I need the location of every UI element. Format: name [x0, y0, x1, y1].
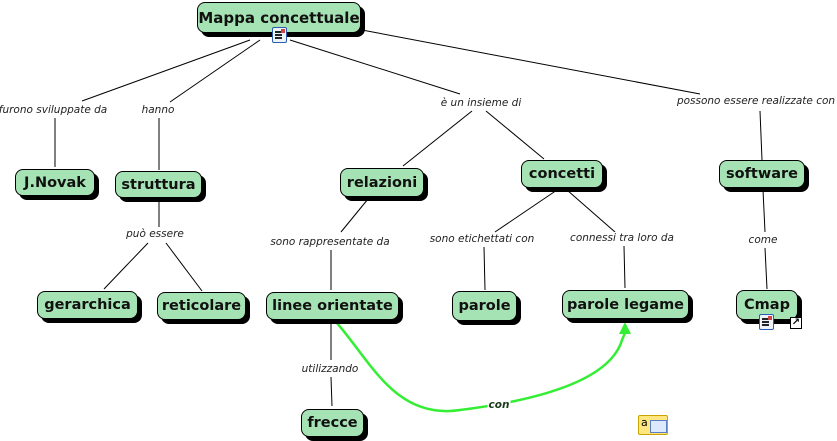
link-line	[623, 245, 626, 289]
note-letter: a	[641, 416, 648, 429]
document-resource-icon[interactable]	[759, 314, 774, 330]
link-line	[361, 29, 701, 95]
linking-phrase[interactable]: come	[747, 234, 779, 246]
concept-mappa-concettuale[interactable]: Mappa concettuale	[197, 2, 361, 33]
link-line	[289, 39, 461, 95]
shortcut-arrow-icon[interactable]: ↗	[790, 317, 802, 329]
link-line	[330, 376, 333, 407]
link-line	[103, 242, 149, 290]
concept-frecce[interactable]: frecce	[301, 409, 364, 437]
link-line	[494, 189, 558, 233]
link-line	[402, 110, 473, 167]
concept-struttura[interactable]: struttura	[115, 171, 202, 198]
link-line	[483, 246, 486, 291]
linking-phrase[interactable]: utilizzando	[300, 363, 360, 375]
link-line	[759, 110, 763, 161]
link-line	[485, 110, 545, 160]
link-line	[566, 189, 616, 233]
annotation-note-icon[interactable]: a	[638, 415, 668, 435]
link-line	[81, 39, 251, 102]
cross-link-phrase[interactable]: con	[487, 399, 511, 411]
cross-link-arrowhead	[619, 322, 631, 334]
link-line	[169, 39, 261, 103]
link-line	[762, 189, 766, 233]
note-lines-icon	[650, 420, 667, 433]
linking-phrase[interactable]: furono sviluppate da	[0, 104, 109, 116]
document-resource-icon[interactable]	[272, 27, 287, 43]
link-line	[340, 198, 369, 233]
concept-j-novak[interactable]: J.Novak	[15, 169, 95, 196]
cross-link-curve[interactable]	[335, 321, 627, 413]
concept-gerarchica[interactable]: gerarchica	[37, 291, 138, 319]
concept-reticolare[interactable]: reticolare	[157, 292, 246, 320]
concept-parole-legame[interactable]: parole legame	[562, 290, 689, 319]
link-line	[165, 242, 203, 292]
concept-concetti[interactable]: concetti	[521, 160, 603, 188]
linking-phrase[interactable]: può essere	[125, 228, 185, 240]
linking-phrase[interactable]: è un insieme di	[439, 97, 523, 109]
concept-linee-orientate[interactable]: linee orientate	[266, 292, 399, 320]
linking-phrase[interactable]: sono rappresentate da	[269, 236, 391, 248]
linking-phrase[interactable]: possono essere realizzate con	[675, 95, 837, 107]
linking-phrase[interactable]: connessi tra loro da	[569, 232, 675, 244]
concept-software[interactable]: software	[719, 160, 805, 188]
concept-parole[interactable]: parole	[452, 291, 517, 321]
linking-phrase[interactable]: hanno	[140, 104, 176, 116]
link-line	[764, 247, 768, 290]
concept-relazioni[interactable]: relazioni	[340, 168, 424, 197]
linking-phrase[interactable]: sono etichettati con	[428, 233, 536, 245]
